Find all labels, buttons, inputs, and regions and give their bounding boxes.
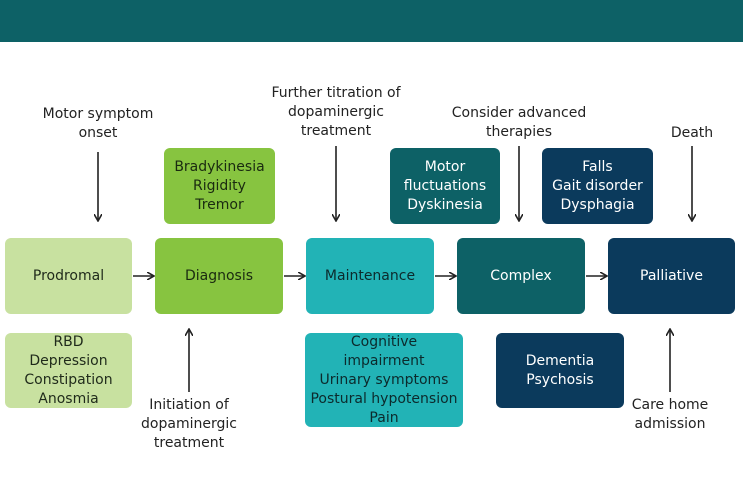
palliative-symptoms-above: Falls Gait disorder Dysphagia xyxy=(542,148,653,224)
stage-diagnosis: Diagnosis xyxy=(155,238,283,314)
stage-prodromal: Prodromal xyxy=(5,238,132,314)
stage-label: Palliative xyxy=(640,267,703,284)
stage-complex: Complex xyxy=(457,238,585,314)
annotation-care-home: Care home admission xyxy=(631,397,709,432)
prodromal-symptoms: RBD Depression Constipation Anosmia xyxy=(5,333,132,408)
diagnosis-symptoms: Bradykinesia Rigidity Tremor xyxy=(164,148,275,224)
annotation-titration: Further titration of dopaminergic treatm… xyxy=(271,85,401,139)
stage-label: Diagnosis xyxy=(184,267,254,284)
annotation-death: Death xyxy=(670,125,714,141)
stage-label: Maintenance xyxy=(324,267,416,284)
palliative-symptoms-below: Dementia Psychosis xyxy=(496,333,624,408)
annotation-initiation: Initiation of dopaminergic treatment xyxy=(141,397,237,451)
annotation-motor-onset: Motor symptom onset xyxy=(42,106,154,141)
complex-symptoms: Motor fluctuations Dyskinesia xyxy=(390,148,500,224)
header-banner xyxy=(0,0,743,42)
stage-palliative: Palliative xyxy=(608,238,735,314)
stage-label: Prodromal xyxy=(32,267,105,284)
stage-label: Complex xyxy=(490,267,552,284)
maintenance-symptoms: Cognitive impairment Urinary symptoms Po… xyxy=(305,333,463,427)
stage-maintenance: Maintenance xyxy=(306,238,434,314)
annotation-advanced: Consider advanced therapies xyxy=(451,105,587,140)
